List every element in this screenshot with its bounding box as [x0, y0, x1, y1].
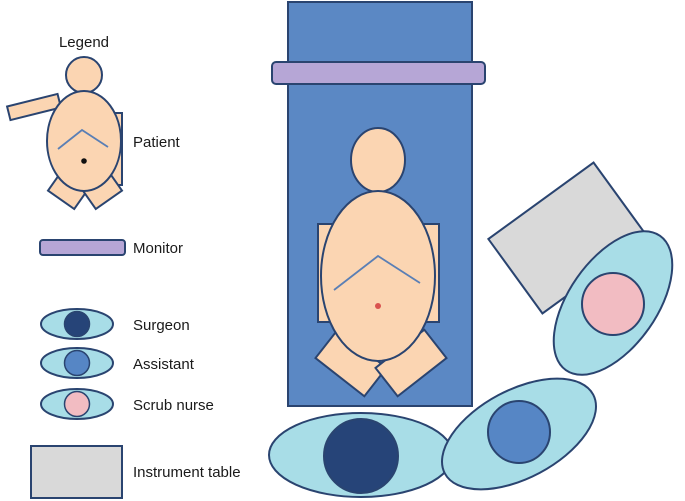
assistant [441, 377, 597, 491]
patient-torso [320, 190, 436, 362]
legend-scrub-nurse-swatch [40, 388, 114, 420]
legend-label-monitor: Monitor [133, 240, 183, 257]
patient-umbilicus [375, 303, 381, 309]
operating-room-main [268, 1, 674, 498]
legend-title: Legend [59, 34, 109, 51]
monitor [271, 61, 486, 85]
legend-label-surgeon: Surgeon [133, 317, 190, 334]
legend-patient-torso [46, 90, 122, 192]
patient-incision [333, 254, 421, 291]
legend-label-assistant: Assistant [133, 356, 195, 373]
legend-patient-head [65, 56, 103, 94]
surgeon [268, 412, 454, 498]
legend-assistant-swatch [40, 347, 114, 379]
legend-patient-figure [5, 56, 124, 211]
legend-assistant-head [63, 349, 91, 377]
legend-instrument-table-swatch [30, 445, 123, 499]
legend: Legend Patient Monitor Surgeon Assistant [5, 34, 241, 499]
legend-monitor-swatch [39, 239, 126, 256]
scrub-nurse-head [581, 272, 645, 336]
legend-label-scrub-nurse: Scrub nurse [133, 397, 214, 414]
assistant-head [487, 400, 551, 464]
patient-on-table [314, 127, 448, 398]
legend-patient-incision [57, 128, 109, 150]
patient-head [350, 127, 406, 193]
surgeon-head [323, 418, 399, 494]
legend-patient-umbilicus [81, 158, 87, 164]
legend-surgeon-head [63, 310, 91, 338]
legend-patient-arm [5, 92, 63, 122]
scrub-nurse [552, 230, 674, 376]
legend-label-patient: Patient [133, 134, 181, 151]
legend-surgeon-swatch [40, 308, 114, 340]
legend-scrub-nurse-head [63, 390, 91, 418]
legend-label-instrument-table: Instrument table [133, 464, 241, 481]
